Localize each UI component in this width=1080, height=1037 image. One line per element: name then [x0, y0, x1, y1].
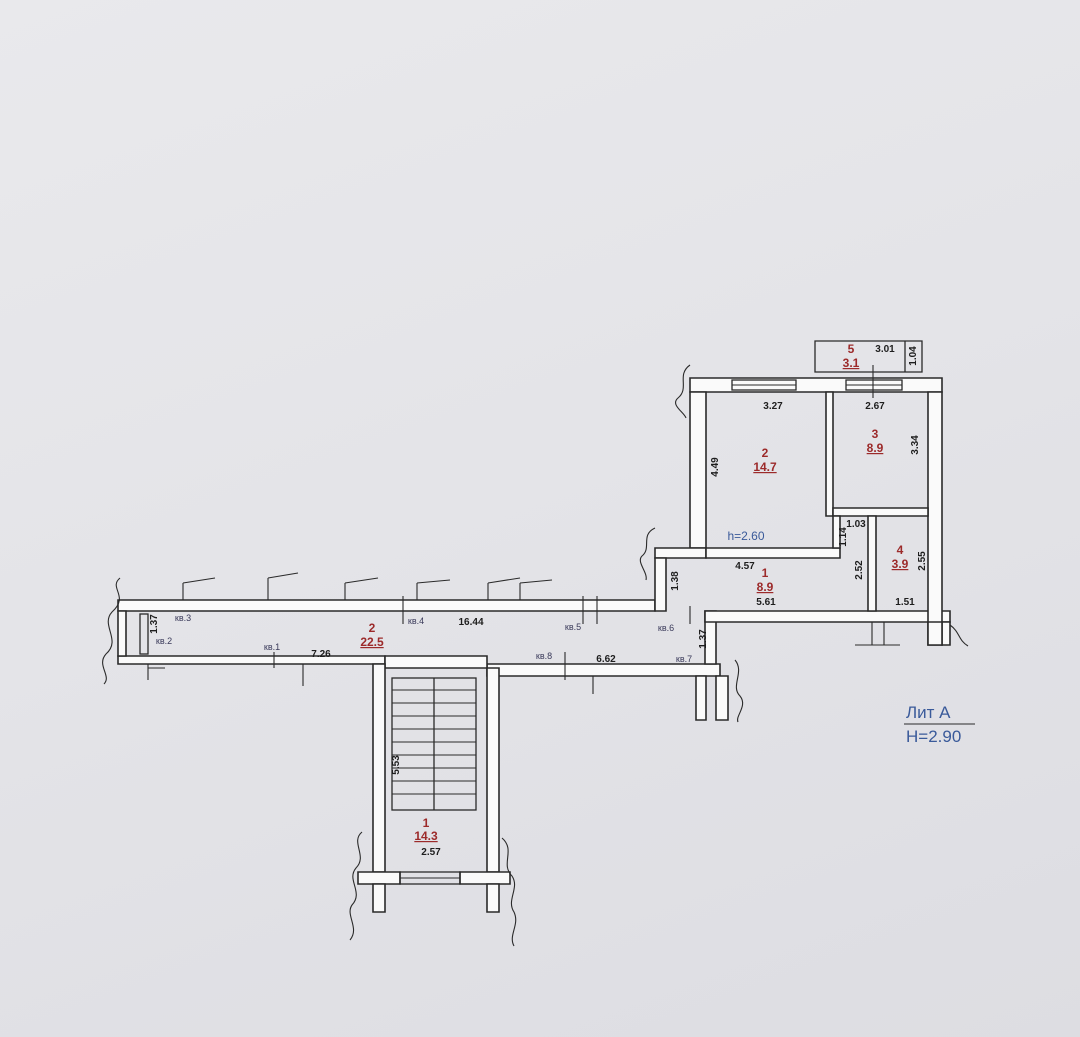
room-area: 22.5 — [360, 635, 384, 649]
room-number: 1 — [762, 566, 769, 580]
windows — [399, 379, 903, 885]
room-labels: 1 14.3 2 22.5 1 8.9 2 14.7 3 8.9 4 3.9 5… — [360, 342, 908, 843]
apartment-label: кв.2 — [156, 636, 172, 646]
dimension-label: 2.55 — [917, 551, 928, 571]
dimension-label: 16.44 — [458, 617, 483, 628]
apartment-label: кв.7 — [676, 654, 692, 664]
stair-flight — [391, 677, 477, 811]
apartment-label: кв.4 — [408, 616, 424, 626]
room-number: 4 — [897, 543, 904, 557]
dimension-label: 3.01 — [875, 344, 895, 355]
room-area: 3.1 — [843, 356, 860, 370]
apartment-label: кв.3 — [175, 613, 191, 623]
dimension-label: 1.14 — [838, 527, 849, 547]
dimension-label: 6.62 — [596, 654, 616, 665]
door-marks — [139, 365, 900, 694]
room-area: 3.9 — [892, 557, 909, 571]
dimension-label: 1.04 — [908, 346, 919, 366]
lit-label: Лит А — [906, 703, 951, 722]
apartment-label: кв.1 — [264, 642, 280, 652]
room-area: 8.9 — [757, 580, 774, 594]
dimension-label: 1.37 — [149, 614, 160, 634]
dimension-label: 5.53 — [391, 755, 402, 775]
legend: Лит А H=2.90 — [904, 703, 975, 746]
dimension-label: 3.27 — [763, 401, 783, 412]
room-number: 3 — [872, 427, 879, 441]
dimension-label: 1.37 — [698, 629, 709, 649]
dimension-label: 1.03 — [846, 519, 866, 530]
apartment-label: кв.6 — [658, 623, 674, 633]
dimension-label: 2.52 — [854, 560, 865, 580]
room-area: 8.9 — [867, 441, 884, 455]
walls — [117, 340, 951, 913]
room-number: 2 — [369, 621, 376, 635]
dimension-label: 3.34 — [910, 435, 921, 455]
apartment-label: кв.8 — [536, 651, 552, 661]
apartment-label: кв.5 — [565, 622, 581, 632]
room-area: 14.3 — [414, 829, 438, 843]
dimensions: 3.01 1.04 3.27 2.67 4.49 3.34 1.03 1.14 … — [149, 344, 928, 858]
dimension-label: 2.57 — [421, 847, 441, 858]
dimension-label: 5.61 — [756, 597, 776, 608]
apartment-labels: кв.1 кв.2 кв.3 кв.4 кв.5 кв.6 кв.7 кв.8 — [156, 613, 692, 664]
dimension-label: 4.57 — [735, 561, 755, 572]
dimension-label: 1.51 — [895, 597, 915, 608]
break-lines — [102, 364, 969, 947]
dimension-label: 2.67 — [865, 401, 885, 412]
dimension-label: 7.26 — [311, 649, 331, 660]
room-area: 14.7 — [753, 460, 777, 474]
room-number: 1 — [423, 816, 430, 830]
room-number: 5 — [848, 342, 855, 356]
ceiling-height-label: h=2.60 — [727, 529, 764, 543]
dimension-label: 4.49 — [710, 457, 721, 477]
floor-height-label: H=2.90 — [906, 727, 961, 746]
dimension-label: 1.38 — [670, 571, 681, 591]
room-number: 2 — [762, 446, 769, 460]
